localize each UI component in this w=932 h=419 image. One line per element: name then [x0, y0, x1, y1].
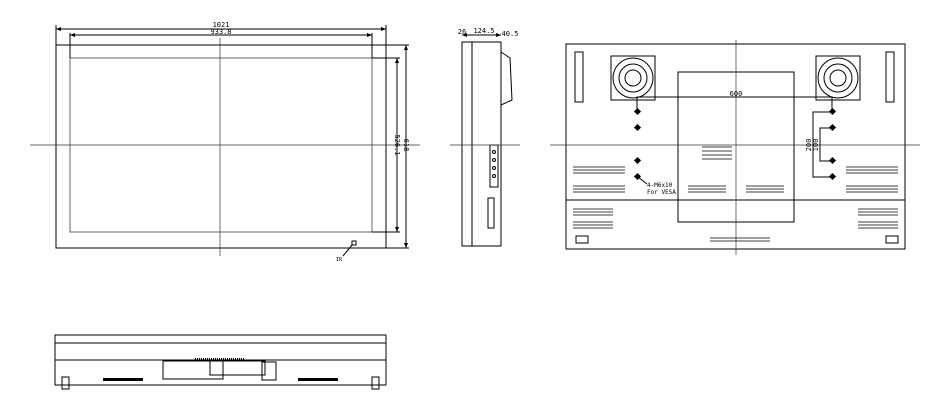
fan-icon [610, 55, 656, 101]
dim-vesa-horizontal: 600 [730, 90, 743, 98]
side-body [461, 41, 502, 247]
dim-active-width: 933.8 [210, 28, 231, 36]
handle [885, 51, 895, 103]
vesa-note-line1: 4-M6x10 [647, 182, 673, 189]
vent-slots [573, 146, 898, 242]
dim-depth-total: 124.5 [473, 27, 494, 35]
fan-icon [815, 55, 861, 101]
bezel-outline [55, 44, 387, 249]
dim-overall-width: 1021 [213, 21, 230, 29]
bottom-view [54, 334, 387, 390]
dim-overall-height: 618 [402, 139, 410, 152]
io-ports [209, 360, 266, 376]
dim-depth-front: 26 [458, 28, 466, 36]
vesa-note-line2: For VESA [647, 189, 676, 196]
rear-outline [565, 43, 906, 250]
dim-active-height: 526.1 [393, 134, 401, 155]
front-view: 1021 933.8 526.1 618 IR [30, 21, 420, 263]
rear-view: 600 200 100 4-M6x10 For VESA [550, 40, 920, 255]
ir-label: IR [336, 257, 343, 263]
dim-vesa-vertical-outer: 200 [805, 139, 813, 152]
side-view: 124.5 26 40.5 [450, 27, 520, 247]
ir-sensor [351, 240, 357, 246]
dim-vesa-vertical-inner: 100 [812, 139, 820, 152]
side-handle [500, 51, 513, 106]
dim-depth-rear: 40.5 [502, 30, 519, 38]
handle [574, 51, 584, 103]
